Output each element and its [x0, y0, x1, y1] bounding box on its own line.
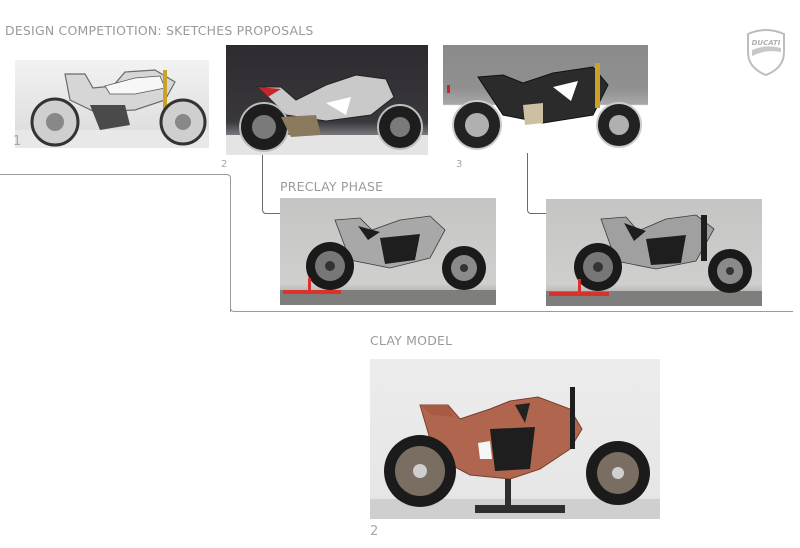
page-title: DESIGN COMPETIOTION: SKETCHES PROPOSALS — [5, 23, 314, 38]
connector-bottom-line — [230, 306, 793, 312]
sketch-2-image — [226, 45, 428, 155]
connector-sketch3-to-preclay — [527, 153, 547, 214]
sketch-3-image — [443, 45, 648, 153]
sketch-1-image — [15, 60, 209, 148]
preclay-phase-title: PRECLAY PHASE — [280, 179, 384, 194]
clay-model-image — [370, 359, 660, 519]
sketch-1-number: 1 — [13, 134, 22, 149]
connector-sketch2-to-preclay — [262, 155, 281, 214]
sketch-2-number: 2 — [221, 159, 228, 170]
connector-sketch1-to-clay — [0, 174, 231, 312]
svg-text:DUCATI: DUCATI — [752, 39, 781, 47]
clay-model-title: CLAY MODEL — [370, 333, 453, 348]
ducati-shield-icon: DUCATI — [744, 28, 788, 77]
preclay-image-1 — [280, 198, 496, 305]
clay-model-number: 2 — [370, 524, 379, 539]
preclay-image-2 — [546, 199, 762, 306]
sketch-3-number: 3 — [456, 159, 463, 170]
